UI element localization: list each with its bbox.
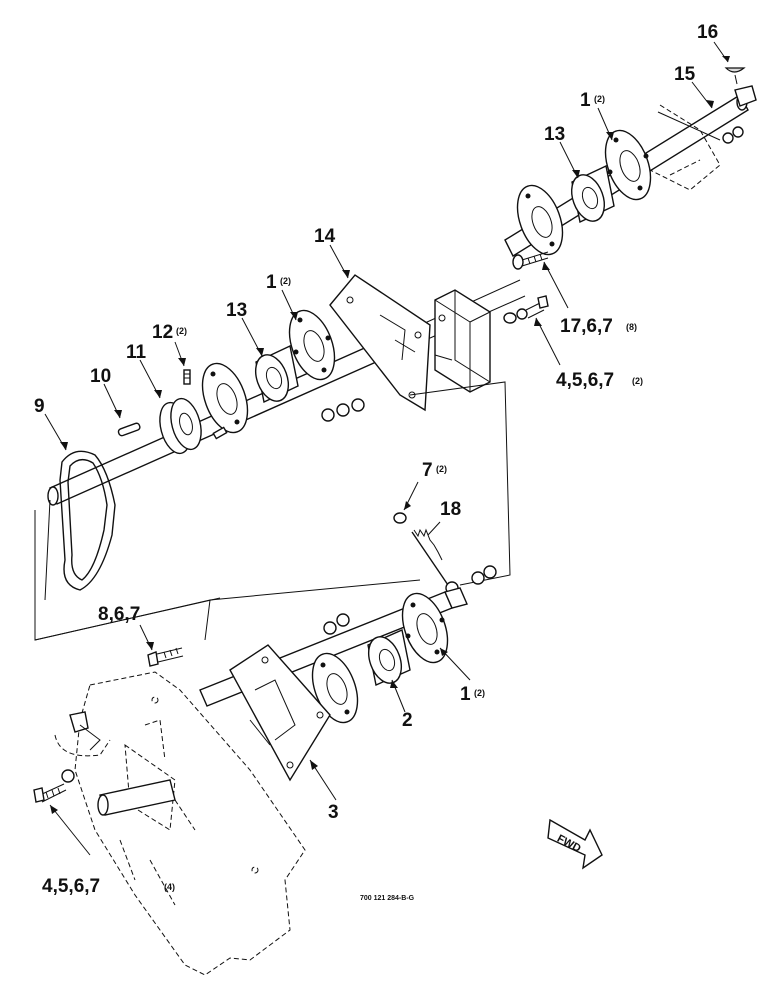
set-screw-12 <box>183 369 228 440</box>
panel-tube <box>97 779 176 816</box>
callout-4-5-6-7-upper-qty: (2) <box>632 376 643 386</box>
callout-11: 11 <box>126 342 147 363</box>
callout-15: 15 <box>674 64 696 85</box>
callout-2: 2 <box>402 710 413 731</box>
hardware-lower-mid <box>323 613 350 635</box>
upper-shaft <box>47 85 757 506</box>
callout-13-upper: 13 <box>544 124 565 145</box>
callout-1-lower: 1 <box>460 684 471 705</box>
drawing-reference: 700 121 284-B-G <box>360 895 415 902</box>
callout-1-lower-qty: (2) <box>474 688 485 698</box>
callout-4-5-6-7-lower: 4,5,6,7 <box>42 876 100 897</box>
bearing-flange-lower-left <box>311 652 359 724</box>
bolt-8 <box>147 647 184 667</box>
pulley-11 <box>159 397 202 455</box>
bearing-flange-middle-2 <box>201 362 249 434</box>
callout-1-upper: 1 <box>580 90 591 111</box>
bearing-flange-lower-right <box>401 592 449 664</box>
hardware-lower-right <box>471 565 497 585</box>
bearing-lower <box>367 629 411 686</box>
callout-12-qty: (2) <box>176 326 187 336</box>
callout-14: 14 <box>314 226 336 247</box>
callout-18: 18 <box>440 499 461 520</box>
bearing-flange-upper-right <box>604 129 652 201</box>
callout-12: 12 <box>152 322 173 343</box>
belt-9 <box>44 450 116 601</box>
callout-3: 3 <box>328 802 339 823</box>
bearing-upper-right <box>570 164 615 224</box>
fwd-arrow-icon: FWD <box>547 818 603 870</box>
hardware-lower-left <box>33 769 75 803</box>
side-panel <box>54 671 306 976</box>
leader-lines <box>44 41 730 856</box>
bearing-middle <box>254 344 299 404</box>
part-15-support <box>649 104 744 191</box>
plate-14 <box>329 274 431 412</box>
callout-8-6-7: 8,6,7 <box>98 604 140 625</box>
callout-7-qty: (2) <box>436 464 447 474</box>
hardware-plate-14 <box>321 398 365 422</box>
callout-16: 16 <box>697 22 718 43</box>
bearing-flange-middle <box>288 309 336 381</box>
callout-7: 7 <box>422 460 433 481</box>
callout-9: 9 <box>34 396 45 417</box>
callout-4-5-6-7-upper: 4,5,6,7 <box>556 370 614 391</box>
bearing-flange-upper-right-2 <box>516 184 564 256</box>
callout-17-6-7: 17,6,7 <box>560 316 613 337</box>
support-bracket <box>434 289 491 393</box>
part-16-key <box>724 67 746 85</box>
callout-labels: 16 15 1 (2) 13 14 1 (2) 13 12 (2) 11 10 … <box>34 22 718 902</box>
hardware-upper <box>503 295 549 324</box>
callout-17-6-7-qty: (8) <box>626 322 637 332</box>
callout-10: 10 <box>90 366 111 387</box>
key-10 <box>117 422 141 437</box>
plate-3 <box>229 644 331 782</box>
bolt-17 <box>512 251 549 270</box>
callout-13-middle: 13 <box>226 300 247 321</box>
small-bracket <box>69 711 101 751</box>
callout-1-middle-qty: (2) <box>280 276 291 286</box>
callout-4-5-6-7-lower-qty: (4) <box>164 882 175 892</box>
callout-1-upper-qty: (2) <box>594 94 605 104</box>
assembly-outline <box>34 381 511 641</box>
callout-1-middle: 1 <box>266 272 277 293</box>
